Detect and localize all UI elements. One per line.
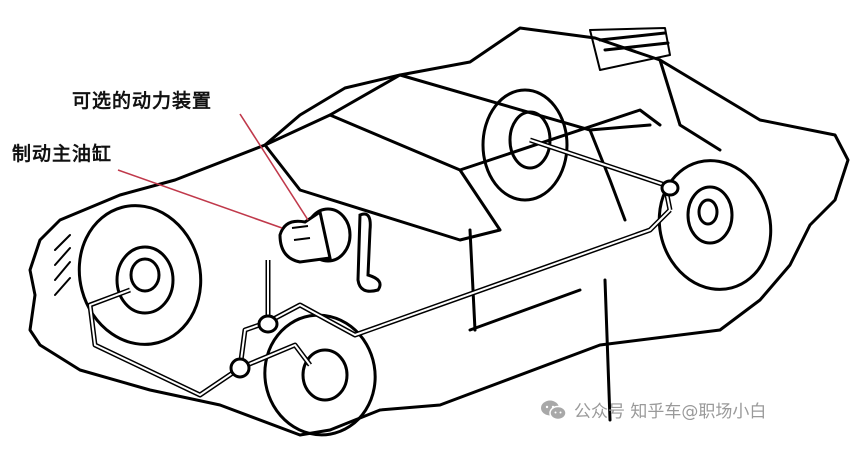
watermark: 公众号 知乎车@职场小白 [540, 397, 766, 422]
brake-junctions [229, 179, 680, 379]
wechat-icon [540, 399, 568, 421]
rear-right-wheel [657, 159, 773, 291]
rear-left-wheel [481, 88, 569, 202]
master-cylinder-booster [278, 207, 382, 293]
booster-leader-line [239, 113, 309, 221]
watermark-text: 公众号 知乎车@职场小白 [574, 402, 767, 422]
label-brake-master-cylinder: 制动主油缸 [12, 143, 113, 165]
front-left-wheel [77, 204, 203, 346]
master-cylinder-leader-line [117, 169, 283, 229]
leader-lines [117, 113, 309, 229]
front-right-wheel [263, 313, 377, 437]
label-optional-power-booster: 可选的动力装置 [72, 90, 213, 112]
